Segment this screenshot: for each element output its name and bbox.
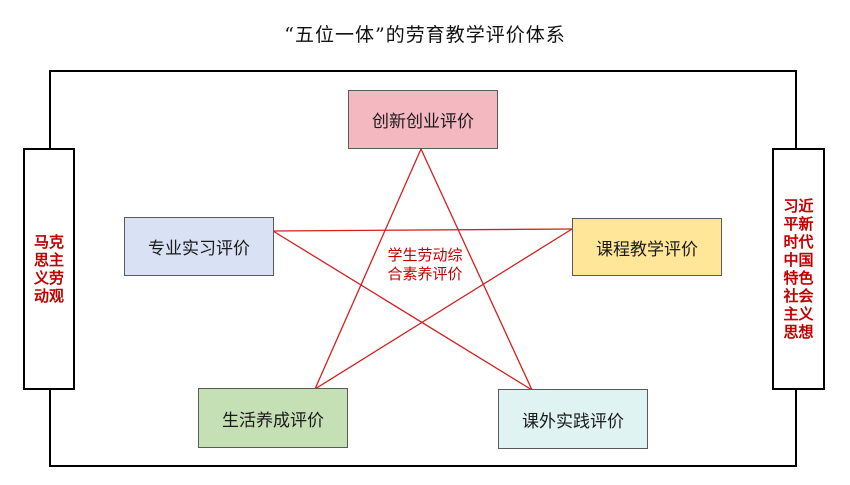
left-banner-marxist-labor-view: 马克思主义劳动观 (23, 148, 75, 390)
star-line-top-to-bottom-left (314, 148, 422, 390)
center-label-line2: 合素养评价 (387, 265, 463, 283)
star-line-left-to-bottom-right (272, 230, 533, 391)
node-course-teaching: 课程教学评价 (572, 218, 722, 276)
star-line-right-to-bottom-left (314, 228, 573, 390)
node-professional-internship: 专业实习评价 (124, 217, 274, 276)
center-comprehensive-evaluation: 学生劳动综 合素养评价 (370, 246, 480, 284)
node-innovation-entrepreneurship: 创新创业评价 (348, 90, 498, 149)
node-extracurricular-practice: 课外实践评价 (498, 389, 648, 449)
center-label-line1: 学生劳动综 (387, 246, 463, 264)
right-banner-xi-thought: 习近平新时代中国特色社会主义思想 (772, 148, 825, 390)
star-line-top-to-bottom-right (420, 148, 533, 391)
diagram-title: “五位一体”的劳育教学评价体系 (284, 24, 566, 46)
node-life-habits: 生活养成评价 (198, 388, 348, 448)
star-line-left-to-right (272, 228, 573, 232)
